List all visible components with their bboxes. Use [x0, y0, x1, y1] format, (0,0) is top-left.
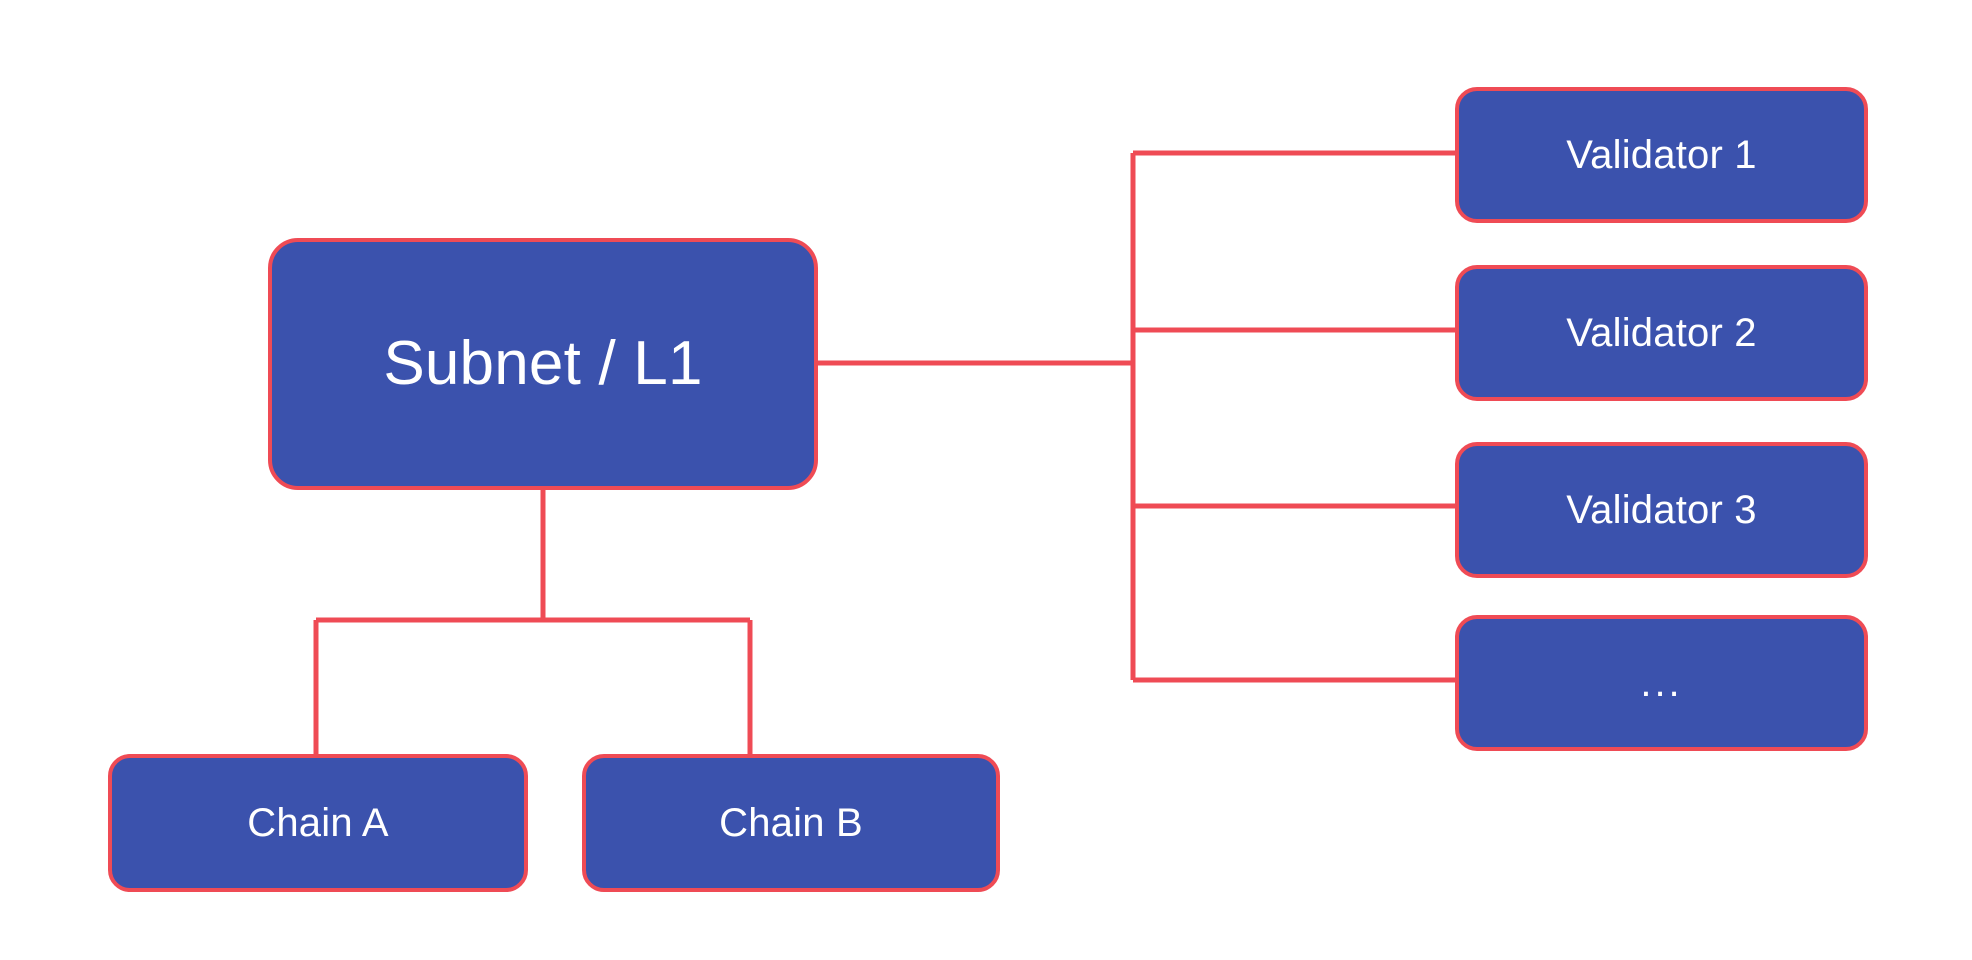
node-chain-a-label: Chain A	[247, 801, 389, 845]
node-chain-b-label: Chain B	[719, 801, 863, 845]
node-validator-3-label: Validator 3	[1566, 488, 1757, 532]
node-chain-b[interactable]: Chain B	[582, 754, 1000, 892]
node-validator-2-label: Validator 2	[1566, 311, 1757, 355]
node-validator-1-label: Validator 1	[1566, 133, 1757, 177]
node-subnet-l1-label: Subnet / L1	[383, 328, 703, 398]
node-chain-a[interactable]: Chain A	[108, 754, 528, 892]
node-validator-3[interactable]: Validator 3	[1455, 442, 1868, 578]
node-validator-1[interactable]: Validator 1	[1455, 87, 1868, 223]
node-validator-2[interactable]: Validator 2	[1455, 265, 1868, 401]
node-subnet-l1[interactable]: Subnet / L1	[268, 238, 818, 490]
node-validator-ellipsis-label: ...	[1640, 661, 1683, 705]
node-validator-ellipsis[interactable]: ...	[1455, 615, 1868, 751]
